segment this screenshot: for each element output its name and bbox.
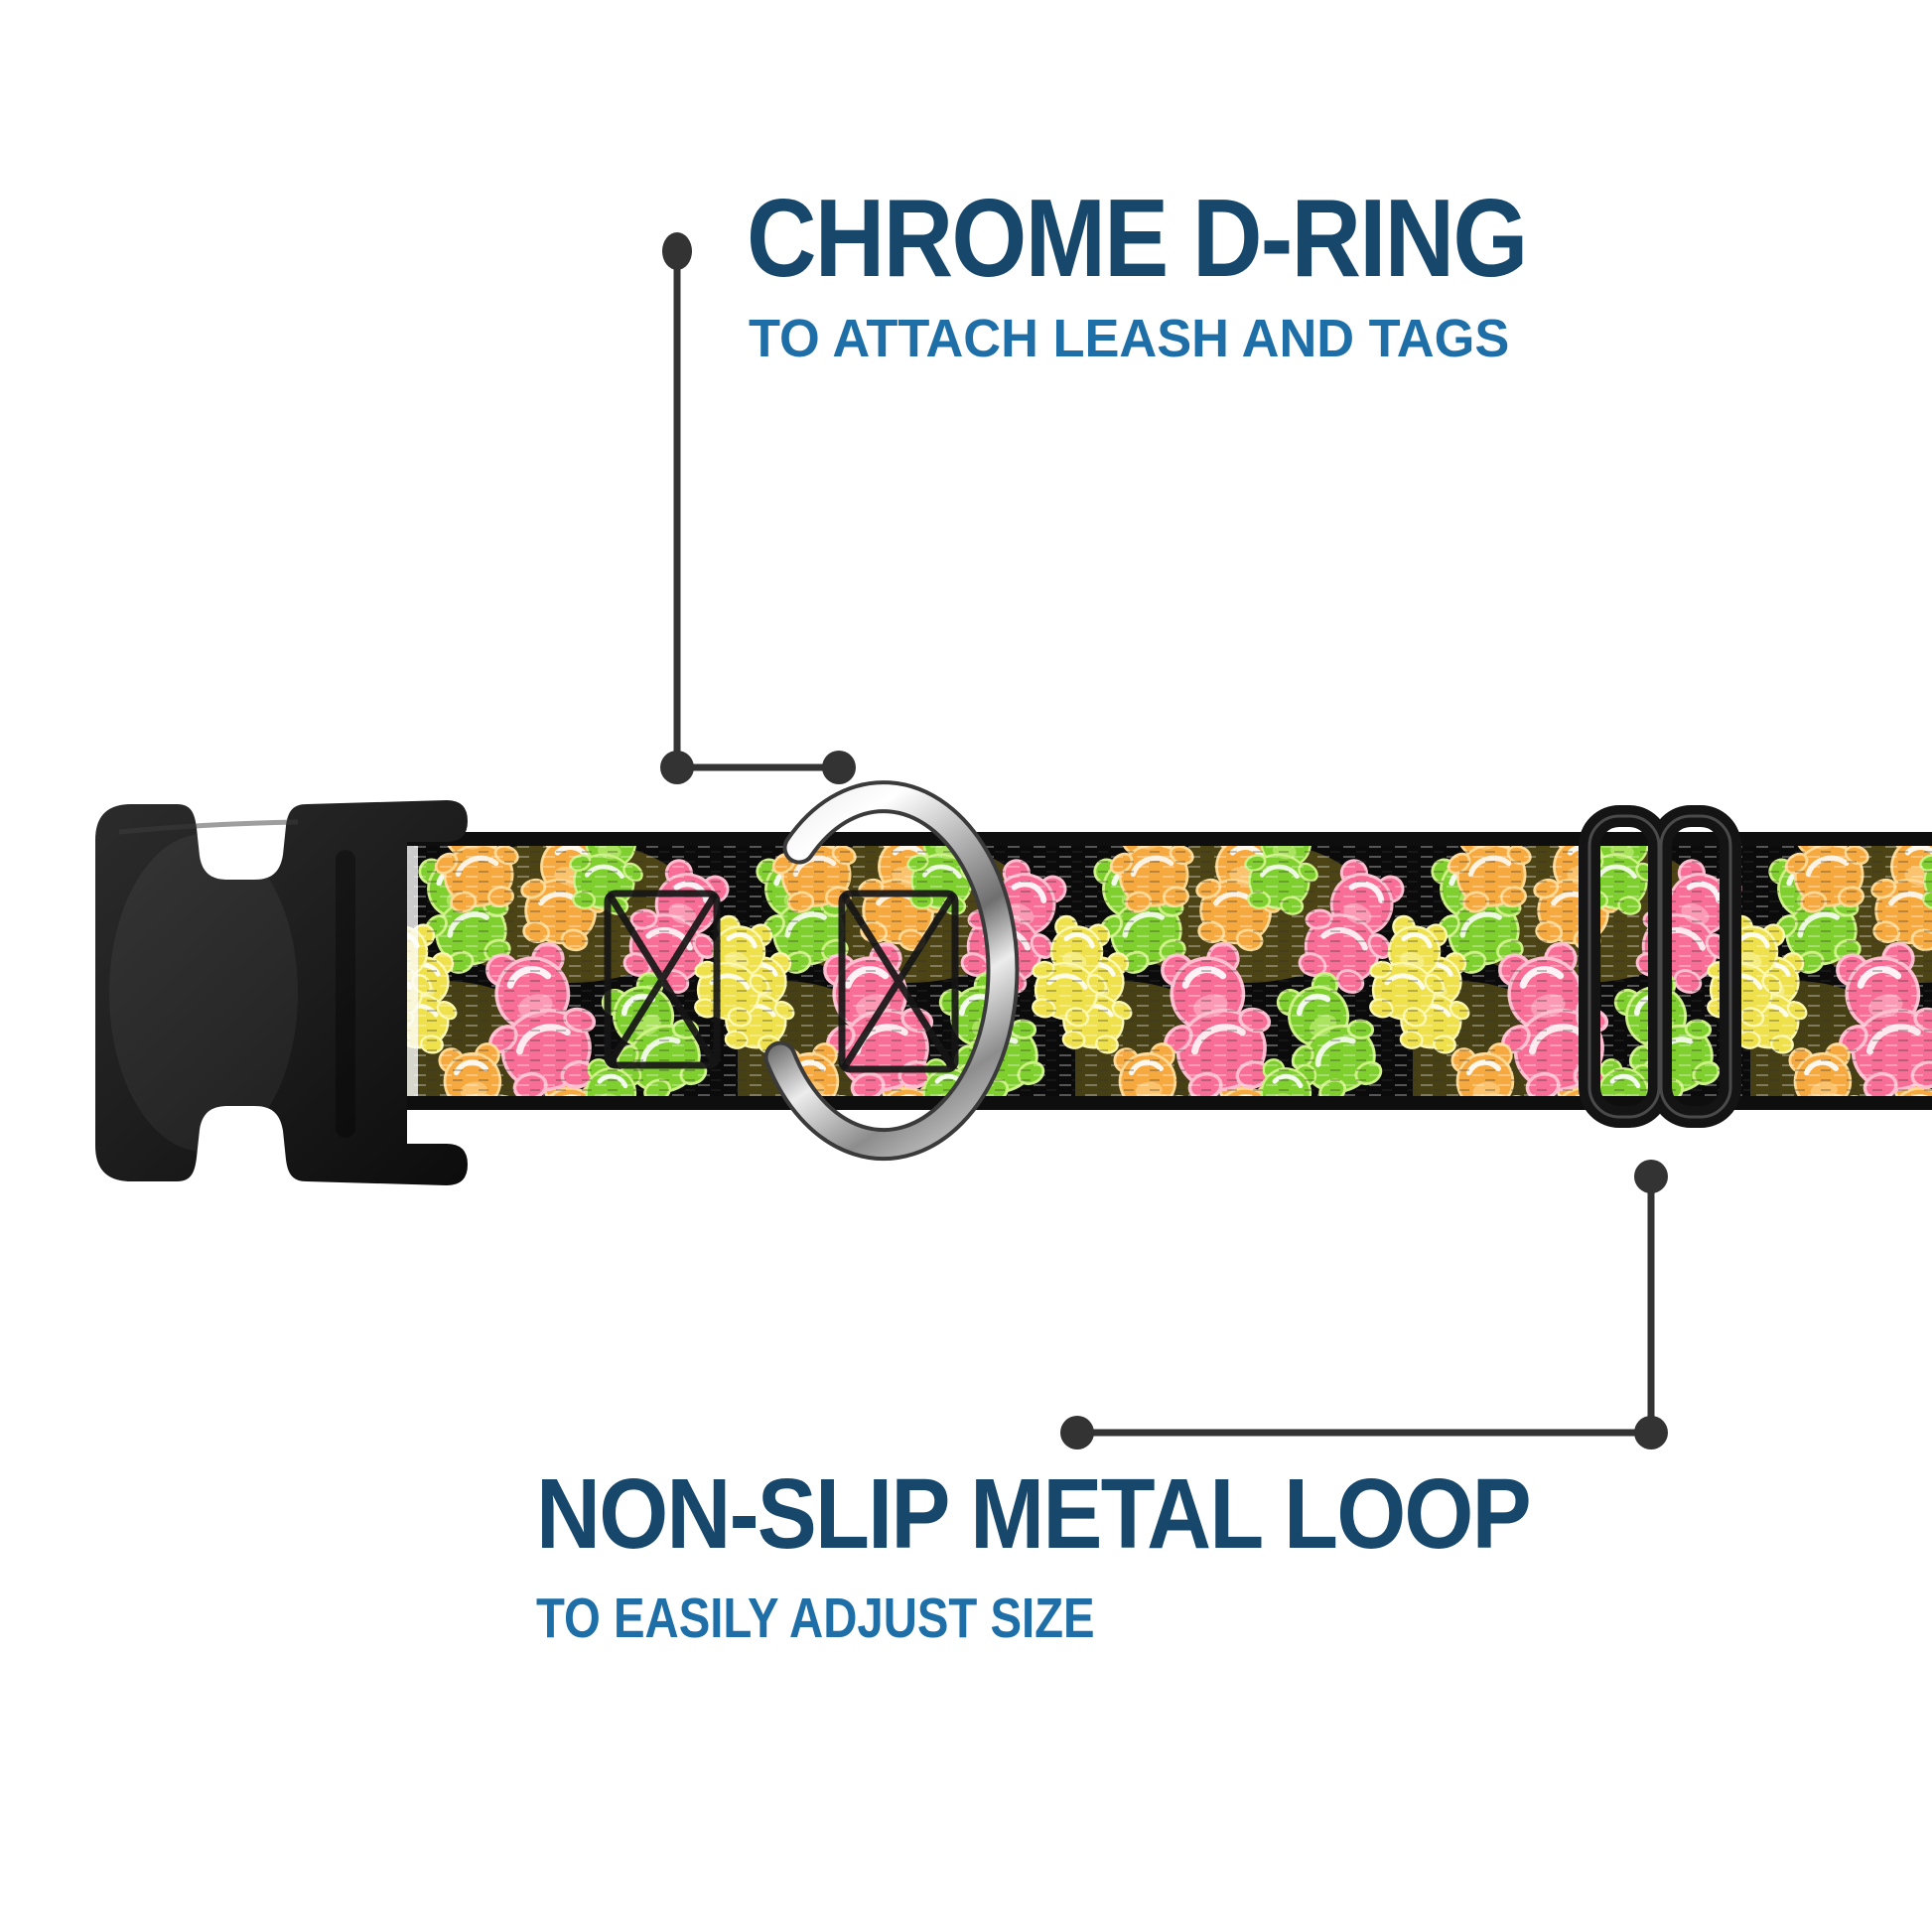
dring-leader-dot-corner [660, 751, 694, 784]
webbing-end-fold-highlight [407, 846, 418, 1096]
metal-loop-callout-leader [1060, 1160, 1668, 1449]
metal-loop-leader-dot-target [1634, 1160, 1668, 1193]
stitching [604, 890, 959, 1073]
buckle-top-bevel [118, 819, 299, 835]
stitch-box-right [838, 890, 959, 1073]
stitch-box-left [604, 890, 721, 1069]
dring-leader-dot-top [662, 232, 692, 270]
buckle-molding-shadow [336, 850, 355, 1138]
side-release-buckle [95, 800, 468, 1185]
buckle-body [95, 800, 468, 1185]
slider-right-loop-sheen [1659, 814, 1732, 1119]
buckle-sheen [109, 834, 298, 1152]
dring-leader-dot-target [822, 751, 856, 784]
dring-callout-title: CHROME D-RING [747, 177, 1528, 300]
metal-loop-callout-title: NON-SLIP METAL LOOP [536, 1458, 1532, 1570]
metal-loop-leader-dot-end [1060, 1416, 1094, 1449]
dring-callout-leader [660, 232, 856, 784]
tri-glide-slider [1579, 805, 1741, 1128]
dring-leader-line [673, 251, 839, 771]
chrome-d-ring [763, 780, 1020, 1162]
metal-loop-leader-line [1077, 1176, 1655, 1437]
slider-left-loop-sheen [1587, 814, 1661, 1119]
webbing-weave-texture [400, 846, 1932, 1096]
metal-loop-callout-subtitle: TO EASILY ADJUST SIZE [536, 1587, 1095, 1650]
metal-loop-leader-dot-corner [1634, 1416, 1668, 1449]
d-ring-chrome [767, 784, 1016, 1158]
dring-callout-subtitle: TO ATTACH LEASH AND TAGS [749, 309, 1510, 368]
